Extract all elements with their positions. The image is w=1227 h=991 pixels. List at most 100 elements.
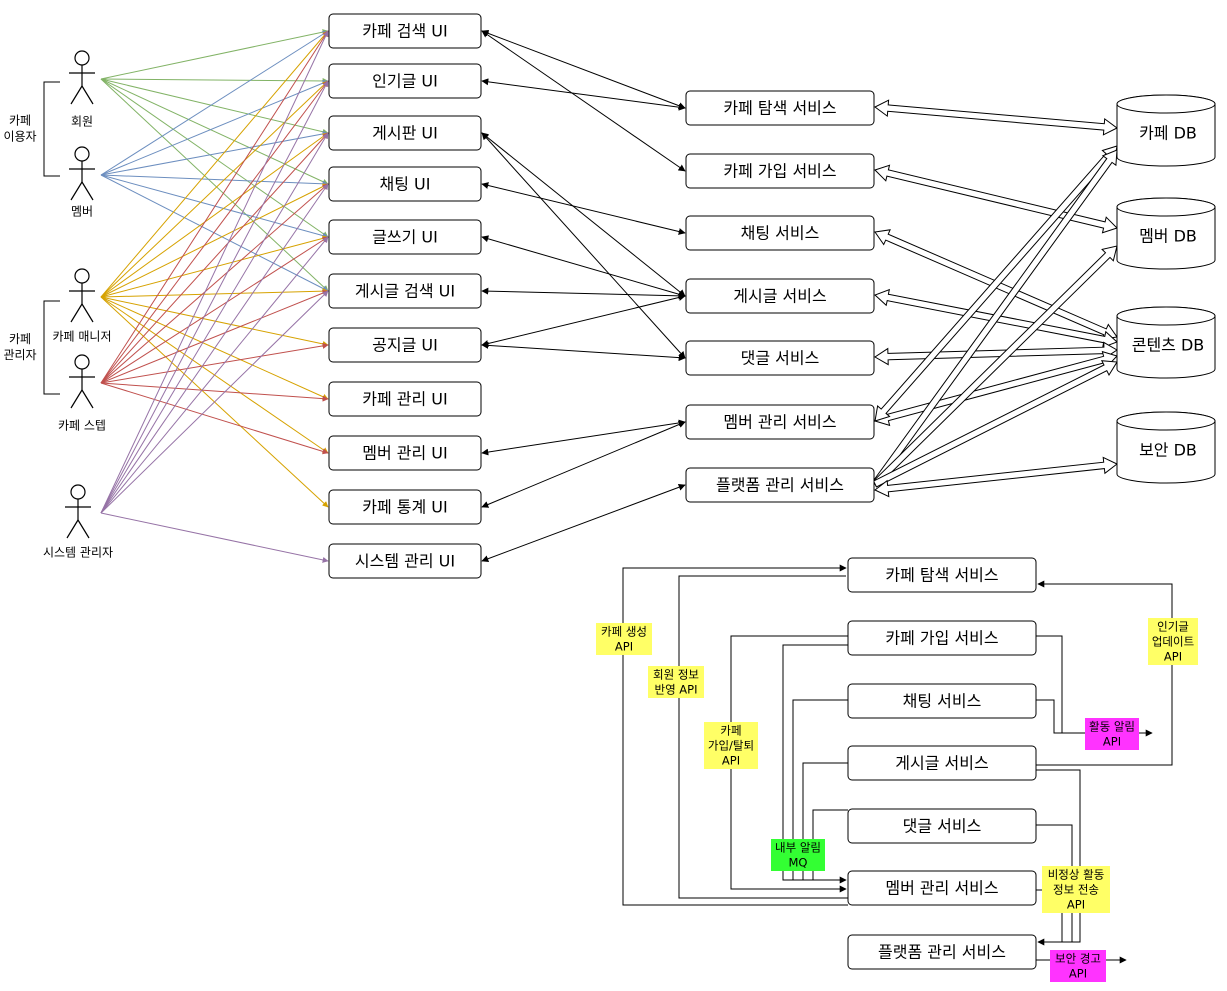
ui-box [328,543,482,579]
flow-abnormal [1036,769,1081,946]
edge-staff-ui3 [100,183,329,384]
edge-member-ui5 [100,78,329,292]
edge-manager-ui3 [100,183,329,298]
flow-cafe-create [622,564,848,906]
lower-service-label: 댓글 서비스 [903,817,982,836]
actor-head [74,268,90,284]
edge-manager-ui6 [100,296,329,347]
api-label-text: API [722,754,740,768]
ui-box [328,435,482,471]
lower-service-box [847,808,1037,844]
edge-member-ui0 [100,29,329,80]
edge-ui0-service1 [481,30,686,172]
ui-u0: 카페 검색 UI [328,13,482,49]
service-label: 게시글 서비스 [733,287,826,306]
edge-staff-ui2 [100,132,329,384]
ui-u2: 게시판 UI [328,115,482,151]
api-label-text: 활동 알림 [1089,720,1135,734]
ui-box [328,115,482,151]
actor-leg [81,181,94,201]
database-d1: 멤버 DB [1116,197,1216,270]
group-label: 카페 [9,114,31,128]
service-box [685,90,875,126]
api-label-text: 보안 경고 [1055,952,1101,966]
service-box [685,215,875,251]
edge-staff-ui7 [100,382,329,402]
edge-staff-ui8 [100,382,329,455]
lower-service-l5: 멤버 관리 서비스 [847,870,1037,906]
service-s1: 카페 가입 서비스 [685,153,875,189]
edge-ui9-service5 [481,421,686,508]
api-label-text: 업데이트 [1152,635,1194,649]
service-s4: 댓글 서비스 [685,340,875,376]
ui-u3: 채팅 UI [328,166,482,202]
api-label-text: API [1164,650,1182,664]
api-label-bg [1085,718,1139,750]
database-d0: 카페 DB [1116,94,1216,167]
edge-mem-ui1 [100,80,329,176]
edge-staff-ui5 [100,290,329,384]
ui-box [328,327,482,363]
api-label-text: 인기글 [1157,620,1189,634]
service-box [685,340,875,376]
db-top [1116,411,1216,431]
db-connections-layer [871,99,1118,498]
ui-label: 공지글 UI [372,336,438,355]
edge-sysadmin-ui5 [100,290,329,514]
edge-ui6-service4 [481,341,686,362]
ui-u1: 인기글 UI [328,63,482,99]
service-label: 멤버 관리 서비스 [723,413,836,432]
api-label-text: API [1069,967,1087,981]
actor-label: 카페 매니저 [52,330,111,344]
api-label-bg [771,839,825,871]
ui-label: 카페 검색 UI [362,22,447,41]
actor-head [74,146,90,162]
db-link-9 [872,360,1118,488]
edge-sysadmin-ui10 [100,512,329,563]
ui-box [328,273,482,309]
ui-u7: 카페 관리 UI [328,381,482,417]
ui-u6: 공지글 UI [328,327,482,363]
actor-leg [70,303,83,323]
edge-manager-ui5 [100,288,329,298]
flow-activity-join [1036,635,1063,733]
api-label-text: 가입/탈퇴 [708,739,754,753]
lower-service-label: 카페 탐색 서비스 [885,566,998,585]
ui-u9: 카페 통계 UI [328,489,482,525]
lower-service-box [847,620,1037,656]
db-top [1116,306,1216,326]
db-label: 콘텐츠 DB [1132,336,1205,355]
lower-service-l6: 플랫폼 관리 서비스 [847,934,1037,970]
actor-label: 회원 [71,115,93,129]
edge-sysadmin-ui2 [100,132,329,514]
api-label-bg [1050,950,1106,982]
db-link-8 [872,245,1118,488]
edge-mem-ui0 [100,30,329,176]
api-label-bg [648,666,704,698]
database-d2: 콘텐츠 DB [1116,306,1216,379]
api-label-text: API [615,640,633,654]
edge-ui1-service0 [481,78,686,111]
service-box [685,467,875,503]
edge-sysadmin-ui3 [100,183,329,514]
flow-popular-update [1036,580,1173,766]
edge-member-ui4 [100,78,329,238]
lower-service-box [847,745,1037,781]
api-label-text: 반영 API [654,683,697,697]
lower-service-l0: 카페 탐색 서비스 [847,557,1037,593]
actor-mem: 멤버 [69,146,95,219]
service-box [685,404,875,440]
service-label: 카페 탐색 서비스 [723,99,836,118]
lower-service-l3: 게시글 서비스 [847,745,1037,781]
service-s0: 카페 탐색 서비스 [685,90,875,126]
service-box [685,278,875,314]
actor-head [74,50,90,66]
edge-staff-ui0 [100,30,329,384]
db-top [1116,94,1216,114]
